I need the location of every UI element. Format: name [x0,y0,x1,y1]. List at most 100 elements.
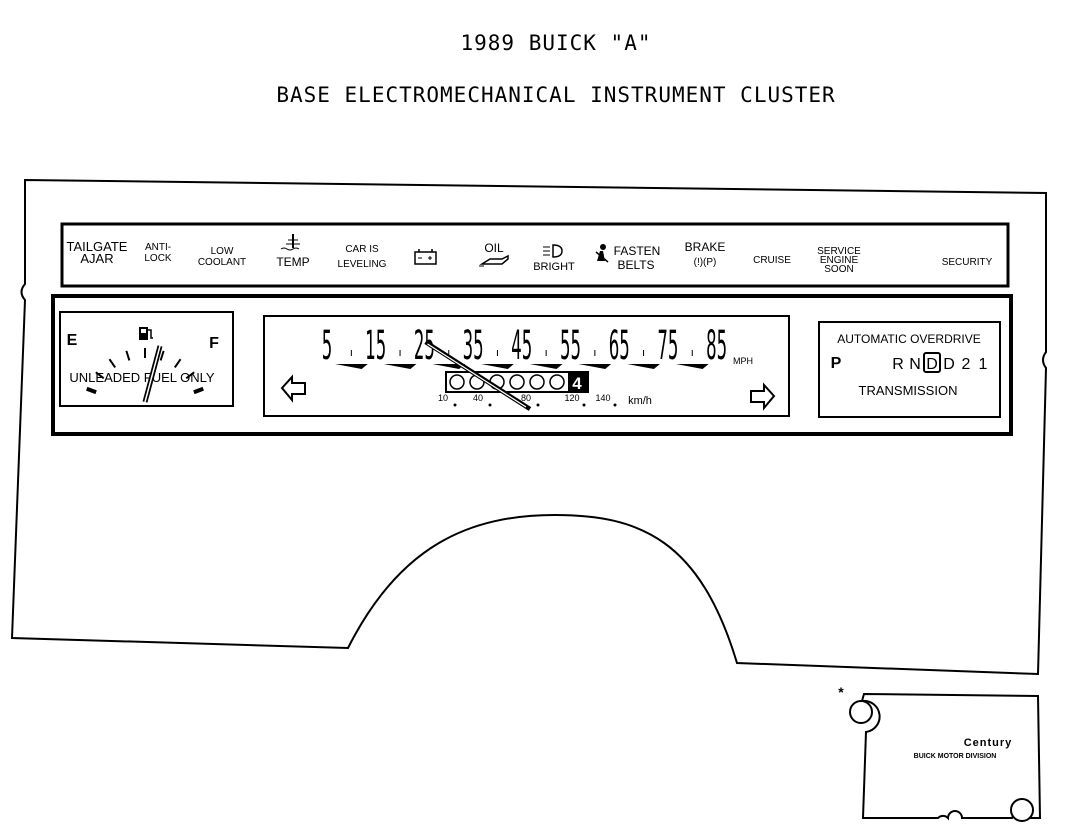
cluster-outline [10,178,1048,676]
gear-label: 1 [979,356,988,373]
mph-label: 45 [511,322,532,369]
mph-label: 85 [706,322,727,369]
telltale-text: OIL [484,241,504,255]
mph-tick [481,364,514,369]
fuel-tick [108,358,116,368]
transmission-header: AUTOMATIC OVERDRIVE [837,332,981,346]
gear-label: D [926,356,938,373]
telltale-text: BRIGHT [533,261,575,273]
mph-label: 5 [322,322,332,369]
telltale-text: AJAR [80,251,113,266]
kmh-label: 40 [473,393,483,403]
kmh-dot [536,403,540,407]
fuel-tick [95,371,105,380]
telltale-text: BELTS [617,258,654,272]
mph-label: 75 [657,322,678,369]
kmh-dot [582,403,586,407]
telltale-text: SECURITY [942,257,993,268]
kmh-label: 10 [438,393,448,403]
speed-needle-core [427,343,527,408]
park-label: P [831,355,842,372]
transmission-caption: TRANSMISSION [859,383,958,398]
mph-unit: MPH [733,356,753,366]
gear-label: D [943,356,955,373]
gear-label: R [892,356,904,373]
fuel-tick [86,386,97,395]
fuel-pump-icon [139,327,153,340]
gear-label: 2 [962,356,971,373]
kmh-label: 80 [521,393,531,403]
telltale-service-engine-soon: SERVICE ENGINE SOON [817,246,861,275]
fuel-needle [142,345,163,403]
telltale-text: (!)(P) [694,257,717,268]
telltale-low-coolant: LOW COOLANT [198,246,246,268]
seatbelt-person-icon [595,244,609,263]
selected-gear-box [923,352,941,373]
telltale-text: CAR IS [345,244,379,255]
kmh-label: 140 [595,393,610,403]
telltale-text: COOLANT [198,257,246,268]
mph-label: 15 [365,322,386,369]
left-arrow-icon [280,374,306,403]
fuel-ticks [86,348,204,395]
fuel-caption: UNLEADED FUEL ONLY [69,370,215,385]
telltale-car-leveling: CAR IS LEVELING [338,244,387,270]
odometer-digit: 4 [572,374,582,393]
diagram-subtitle: BASE ELECTROMECHANICAL INSTRUMENT CLUSTE… [276,83,836,107]
kmh-labels: 10 40 80 120 140 [438,393,617,407]
headlamp-icon [543,244,563,258]
odometer-wheel [529,374,545,390]
telltale-text: SERVICE [817,246,861,257]
mph-label: 35 [463,322,484,369]
telltale-fasten-belts: FASTEN BELTS [595,244,661,272]
fuel-gauge: E F UNLEADED FUEL ONLY [59,311,234,407]
odometer-wheel [509,374,525,390]
telltale-text: LOCK [144,253,172,264]
odometer-digit-box [568,373,587,391]
fuel-tick [125,350,131,361]
mph-tick [383,364,417,369]
mph-ticks [335,350,709,369]
telltale-bright: BRIGHT [533,244,575,273]
mph-tick [529,364,563,369]
right-arrow-icon [750,382,776,411]
badge-asterisk: * [838,684,844,700]
century-badge: * Century BUICK MOTOR DIVISION [838,684,1042,822]
speed-needle [424,340,532,411]
kmh-dot [488,403,492,407]
mph-tick [627,364,660,369]
badge-name: Century [964,737,1013,749]
telltale-oil: OIL [479,241,509,267]
badge-division: BUICK MOTOR DIVISION [914,753,997,760]
fuel-tick [193,386,204,395]
odometer-wheel [449,374,465,390]
thermometer-icon [280,234,300,251]
fuel-empty-label: E [67,332,78,349]
fuel-tick [174,358,182,368]
kmh-dot [613,403,617,407]
odometer-wheel [549,374,565,390]
mph-tick [578,364,612,369]
telltale-text: SOON [824,264,853,275]
telltale-text: FASTEN [614,244,661,258]
telltale-battery [414,249,437,265]
mph-label: 25 [414,322,435,369]
fuel-tick [159,350,165,361]
kmh-unit: km/h [628,395,652,407]
telltale-tailgate-ajar: TAILGATE AJAR [67,239,128,266]
kmh-label: 120 [564,393,579,403]
gauge-panel [51,294,1013,436]
telltale-security: SECURITY [942,257,993,268]
fuel-needle-core [144,345,161,403]
telltale-text: TAILGATE [67,239,128,254]
mph-tick [432,364,466,369]
odometer: 4 [445,371,589,393]
telltale-text: LOW [211,246,234,257]
telltale-text: CRUISE [753,255,791,266]
fuel-full-label: F [209,335,219,352]
mph-label: 55 [560,322,581,369]
